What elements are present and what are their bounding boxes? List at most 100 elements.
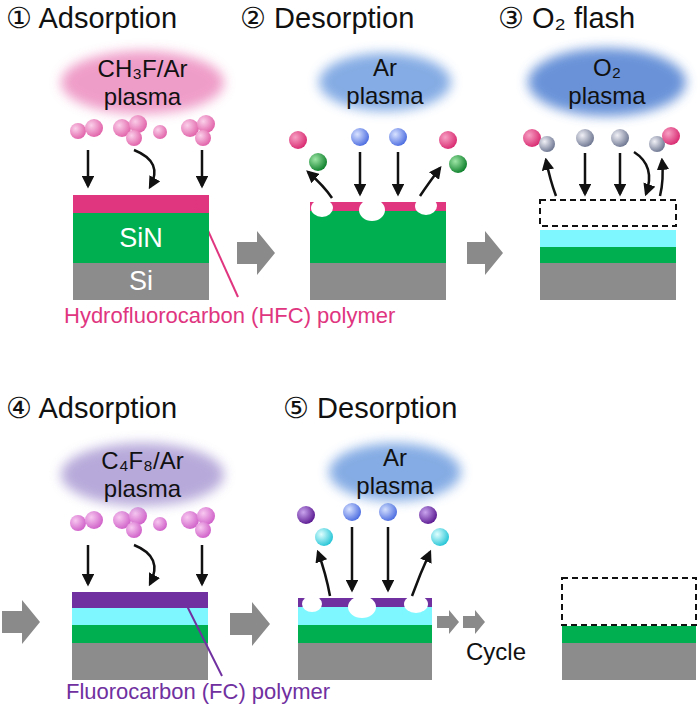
desorb-arrow: [546, 160, 556, 196]
product-ball: [449, 155, 467, 173]
step-arrow: [2, 600, 40, 644]
plasma-cloud: Ar plasma: [313, 47, 457, 117]
flux-arrow: [134, 150, 154, 187]
product-ball: [523, 129, 541, 147]
radical-ball: [153, 125, 167, 139]
etch-pit: [404, 595, 428, 613]
sin-layer: [298, 625, 432, 643]
radical-ball: [153, 517, 167, 531]
removed-layer-outline: [562, 578, 696, 625]
etch-pit: [348, 596, 376, 618]
si-layer: [72, 643, 208, 680]
plasma-cloud: O₂ plasma: [522, 42, 692, 122]
plasma-ellipse: [61, 51, 224, 114]
si-layer: [540, 263, 676, 300]
desorb-arrow: [412, 552, 430, 596]
plasma-ellipse: [61, 443, 224, 506]
modified-layer: [540, 230, 676, 247]
plasma-ellipse: [319, 53, 451, 111]
leader-line: [184, 600, 222, 676]
cycle-arrow: [463, 610, 485, 634]
plasma-ellipse: [329, 443, 461, 501]
desorb-arrow: [308, 172, 332, 198]
step-heading: ③ O₂ flash: [498, 3, 635, 35]
etch-pit: [415, 197, 437, 215]
product-ball: [539, 136, 555, 152]
product-ball: [419, 506, 437, 524]
desorb-arrow: [420, 168, 440, 196]
sin-layer: [562, 626, 696, 643]
step-heading: ④ Adsorption: [6, 393, 177, 425]
flux-arrow: [359, 152, 362, 194]
cycle-label: Cycle: [466, 639, 526, 665]
panel-desorption-5: [297, 503, 449, 680]
product-ball: [662, 127, 680, 145]
si-layer: [298, 643, 432, 680]
plasma-label: C₄F₈/Ar plasma: [91, 447, 195, 502]
radical-ball: [126, 522, 142, 538]
radical-ball: [85, 511, 103, 529]
ion-ball: [343, 503, 361, 521]
radical-ball: [197, 115, 215, 133]
plasma-ellipse: [528, 48, 686, 116]
radical-ball: [126, 130, 142, 146]
flux-arrow: [584, 153, 587, 194]
oxygen-ball: [576, 129, 594, 147]
flux-arrow: [87, 545, 90, 584]
step-arrow: [237, 231, 275, 275]
layer-label: SiN: [119, 225, 163, 252]
callout-label: Hydrofluorocarbon (HFC) polymer: [64, 304, 395, 328]
sin-layer: SiN: [73, 213, 209, 263]
si-layer: Si: [73, 263, 209, 300]
radical-ball: [195, 522, 211, 538]
etch-pit: [302, 596, 322, 612]
flux-arrow: [387, 527, 390, 590]
radical-ball: [129, 115, 147, 133]
step-heading: ⑤ Desorption: [283, 393, 457, 425]
product-ball: [439, 131, 457, 149]
radical-ball: [70, 515, 86, 531]
oxygen-ball: [611, 129, 629, 147]
si-layer: [562, 643, 696, 680]
flux-arrow: [634, 152, 649, 194]
panel-o2-flash-3: [523, 127, 680, 300]
sin-layer: [540, 247, 676, 263]
etch-pit: [311, 199, 333, 217]
flux-arrow: [201, 150, 204, 186]
cycle-arrow: [437, 610, 459, 634]
product-ball: [315, 528, 333, 546]
flux-arrow: [87, 150, 90, 186]
product-ball: [289, 131, 307, 149]
layer-label: Si: [129, 268, 153, 295]
radical-ball: [129, 507, 147, 525]
panel-adsorption-4: [70, 507, 222, 680]
step-heading: ② Desorption: [240, 3, 414, 35]
etch-pit: [359, 199, 385, 221]
plasma-label: Ar plasma: [333, 54, 437, 109]
radical-ball: [197, 507, 215, 525]
final-stack: [562, 578, 696, 680]
desorb-arrow: [318, 552, 330, 596]
plasma-cloud: C₄F₈/Ar plasma: [55, 437, 230, 512]
ion-ball: [351, 128, 369, 146]
step-arrow: [467, 231, 503, 275]
product-ball: [309, 153, 327, 171]
plasma-cloud: Ar plasma: [323, 437, 467, 507]
product-ball: [431, 528, 449, 546]
flux-arrow: [134, 545, 154, 584]
si-layer: [310, 263, 446, 300]
plasma-label: Ar plasma: [343, 444, 447, 499]
ion-ball: [379, 503, 397, 521]
plasma-cloud: CH₃F/Ar plasma: [55, 45, 230, 120]
hfc-polymer-layer: [73, 195, 209, 213]
desorb-arrow: [660, 160, 663, 196]
flux-arrow: [397, 152, 400, 194]
radical-ball: [85, 119, 103, 137]
step-arrow: [230, 602, 270, 646]
panel-desorption-2: [289, 128, 467, 300]
callout-label: Fluorocarbon (FC) polymer: [66, 680, 330, 704]
ion-ball: [389, 128, 407, 146]
radical-ball: [70, 123, 86, 139]
product-ball: [297, 506, 315, 524]
